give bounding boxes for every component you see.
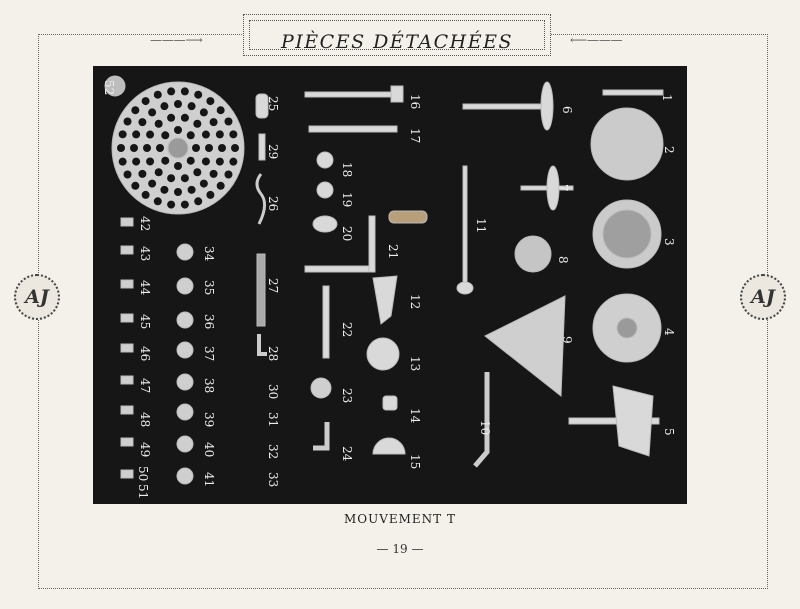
part-number-label: 2 — [662, 146, 676, 154]
part-number-label: 16 — [408, 94, 422, 109]
part-number-label: 22 — [340, 322, 354, 337]
part-number-label: 49 — [138, 442, 152, 457]
page-title: PIÈCES DÉTACHÉES — [281, 31, 513, 53]
part-number-label: 41 — [202, 472, 216, 487]
part-number-label: 20 — [340, 226, 354, 241]
title-frame: PIÈCES DÉTACHÉES — [243, 14, 551, 56]
part-number-label: 33 — [266, 472, 280, 487]
parts-illustration: 1234567891011121314151617181920212223242… — [102, 75, 676, 499]
part-number-label: 45 — [138, 314, 152, 329]
part-number-label: 44 — [138, 280, 152, 296]
part-number-label: 28 — [266, 346, 280, 361]
part-number-label: 10 — [478, 420, 492, 435]
part-number-label: 4 — [662, 328, 676, 336]
part-number-label: 19 — [340, 192, 354, 207]
part-number-label: 8 — [556, 256, 570, 264]
part-number-label: 17 — [408, 128, 422, 143]
part-number-label: 34 — [202, 246, 216, 262]
page-number: — 19 — — [376, 542, 424, 556]
part-number-label: 48 — [138, 412, 152, 427]
part-number-label: 51 — [136, 484, 150, 499]
right-monogram-medallion: AJ — [740, 274, 786, 320]
part-number-label: 43 — [138, 246, 152, 261]
part-number-label: 11 — [474, 218, 488, 233]
part-number-label: 50 — [136, 466, 150, 481]
part-number-label: 13 — [408, 356, 422, 371]
part-number-label: 24 — [340, 446, 354, 462]
part-number-label: 6 — [560, 106, 574, 114]
part-number-label: 38 — [202, 378, 216, 393]
left-monogram-medallion: AJ — [14, 274, 60, 320]
part-number-label: 15 — [408, 454, 422, 469]
part-number-label: 47 — [138, 378, 152, 393]
part-number-label: 3 — [662, 238, 676, 246]
part-number-label: 35 — [202, 280, 216, 295]
part-number-label: 29 — [266, 144, 280, 159]
part-number-label: 25 — [266, 96, 280, 111]
part-number-label: 36 — [202, 314, 216, 329]
plate-caption: MOUVEMENT T — [343, 512, 457, 526]
part-number-label: 21 — [386, 244, 400, 259]
part-number-label: 39 — [202, 412, 216, 427]
part-number-label: 52 — [102, 80, 116, 95]
part-number-label: 31 — [266, 412, 280, 427]
monogram-icon: AJ — [25, 286, 49, 308]
part-number-label: 7 — [556, 184, 570, 192]
part-number-label: 14 — [408, 408, 422, 424]
part-number-label: 37 — [202, 346, 216, 361]
part-number-label: 32 — [266, 444, 280, 459]
part-number-label: 1 — [660, 94, 674, 102]
part-number-label: 5 — [662, 428, 676, 436]
part-number-label: 23 — [340, 388, 354, 403]
right-arrow-ornament: ⟵ — — — — [570, 33, 623, 47]
part-number-label: 42 — [138, 216, 152, 231]
part-number-label: 18 — [340, 162, 354, 177]
part-number-label: 26 — [266, 196, 280, 211]
monogram-icon: AJ — [751, 286, 775, 308]
left-arrow-ornament: — — — ⟶ — [150, 33, 203, 47]
part-number-label: 9 — [560, 336, 574, 344]
part-number-label: 12 — [408, 294, 422, 309]
part-number-label: 46 — [138, 346, 152, 361]
part-number-label: 40 — [202, 442, 216, 457]
part-number-label: 30 — [266, 384, 280, 399]
part-number-label: 27 — [266, 278, 280, 293]
